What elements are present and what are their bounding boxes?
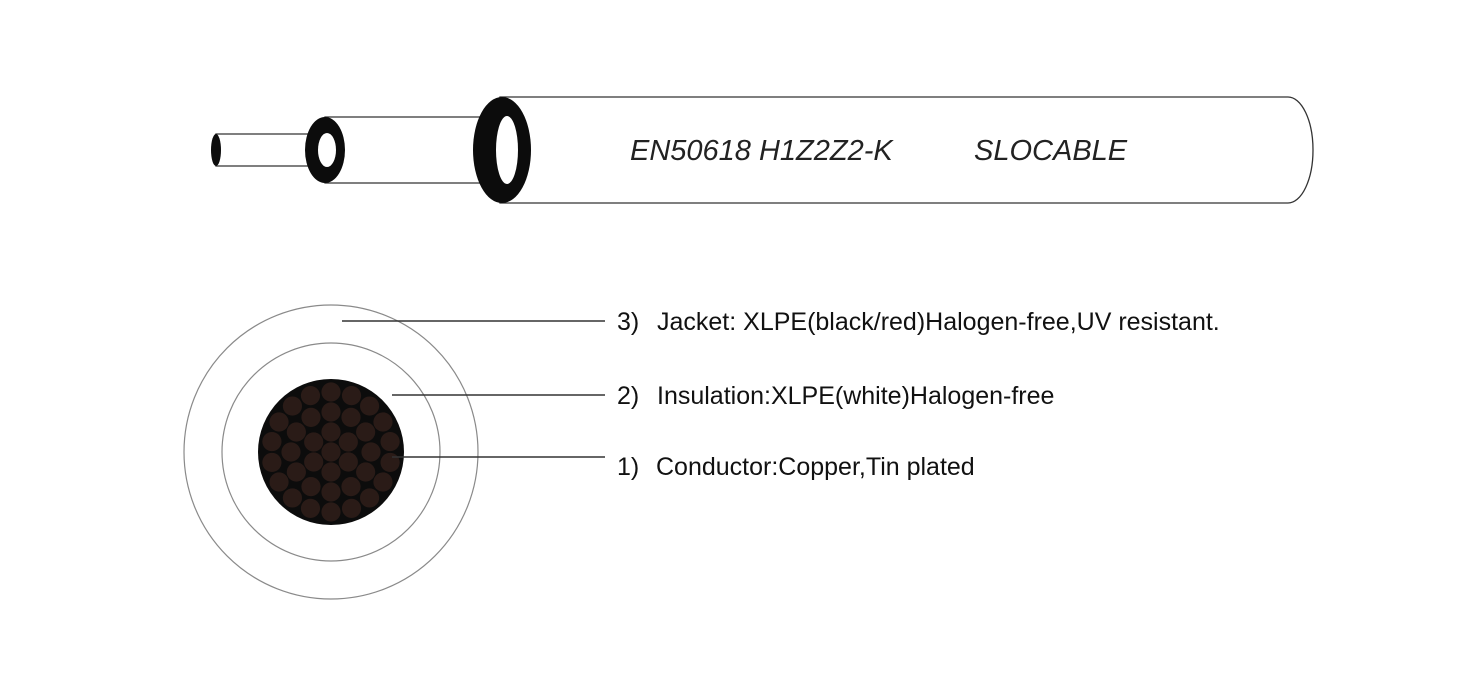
- conductor-strand: [262, 431, 282, 452]
- conductor-strand: [281, 442, 301, 462]
- conductor-strand: [321, 382, 341, 402]
- conductor-strand: [301, 477, 321, 497]
- conductor-strand: [282, 488, 303, 508]
- conductor-strand: [282, 396, 303, 416]
- conductor-strand: [286, 422, 306, 442]
- conductor-strand: [356, 422, 376, 442]
- conductor-strand: [321, 422, 341, 442]
- conductor-strand: [341, 477, 361, 497]
- callout-text-conductor: Conductor:Copper,Tin plated: [656, 453, 975, 481]
- callout-conductor: 1) Conductor:Copper,Tin plated: [392, 453, 975, 481]
- callout-number-insulation: 2): [617, 382, 639, 410]
- conductor-strand: [262, 452, 282, 473]
- conductor-strand: [269, 412, 289, 432]
- conductor-strand: [356, 462, 376, 482]
- conductor-strand: [380, 431, 400, 452]
- conductor-strand: [300, 386, 321, 406]
- conductor-strand: [338, 432, 358, 452]
- insulation-end-face: [318, 133, 336, 167]
- cable-print-code: EN50618 H1Z2Z2-K: [630, 135, 894, 167]
- conductor-strand: [300, 498, 321, 518]
- conductor-strand: [286, 462, 306, 482]
- conductor-strand: [301, 407, 321, 427]
- cable-side-view: EN50618 H1Z2Z2-K SLOCABLE: [211, 96, 1314, 204]
- conductor-strand: [338, 452, 358, 472]
- conductor-strands: [262, 382, 400, 522]
- jacket-body: [499, 96, 1314, 204]
- conductor-strand: [380, 452, 400, 473]
- callout-text-jacket: Jacket: XLPE(black/red)Halogen-free,UV r…: [657, 308, 1220, 336]
- conductor-strand: [359, 396, 380, 416]
- conductor-strand: [321, 402, 341, 422]
- cable-cross-section: [183, 304, 479, 600]
- conductor-strand: [321, 482, 341, 502]
- conductor-strand: [269, 472, 289, 492]
- callout-text-insulation: Insulation:XLPE(white)Halogen-free: [657, 382, 1054, 410]
- conductor-strand: [341, 498, 362, 518]
- conductor-end: [211, 134, 221, 166]
- conductor-strand: [321, 462, 341, 482]
- jacket-end-face: [496, 116, 518, 184]
- callout-number-jacket: 3): [617, 308, 639, 336]
- conductor-strand: [321, 442, 341, 462]
- callout-number-conductor: 1): [617, 453, 639, 481]
- conductor-strand: [359, 488, 380, 508]
- cable-print-brand: SLOCABLE: [974, 135, 1128, 167]
- conductor-strand: [373, 412, 393, 432]
- callout-insulation: 2) Insulation:XLPE(white)Halogen-free: [392, 382, 1054, 410]
- conductor-strand: [321, 502, 341, 522]
- conductor-strand: [304, 452, 324, 472]
- conductor-strand: [361, 442, 381, 462]
- conductor-strand: [373, 472, 393, 492]
- callout-jacket: 3) Jacket: XLPE(black/red)Halogen-free,U…: [342, 308, 1220, 336]
- conductor-strand: [304, 432, 324, 452]
- conductor-strand: [341, 386, 362, 406]
- conductor-strand: [341, 407, 361, 427]
